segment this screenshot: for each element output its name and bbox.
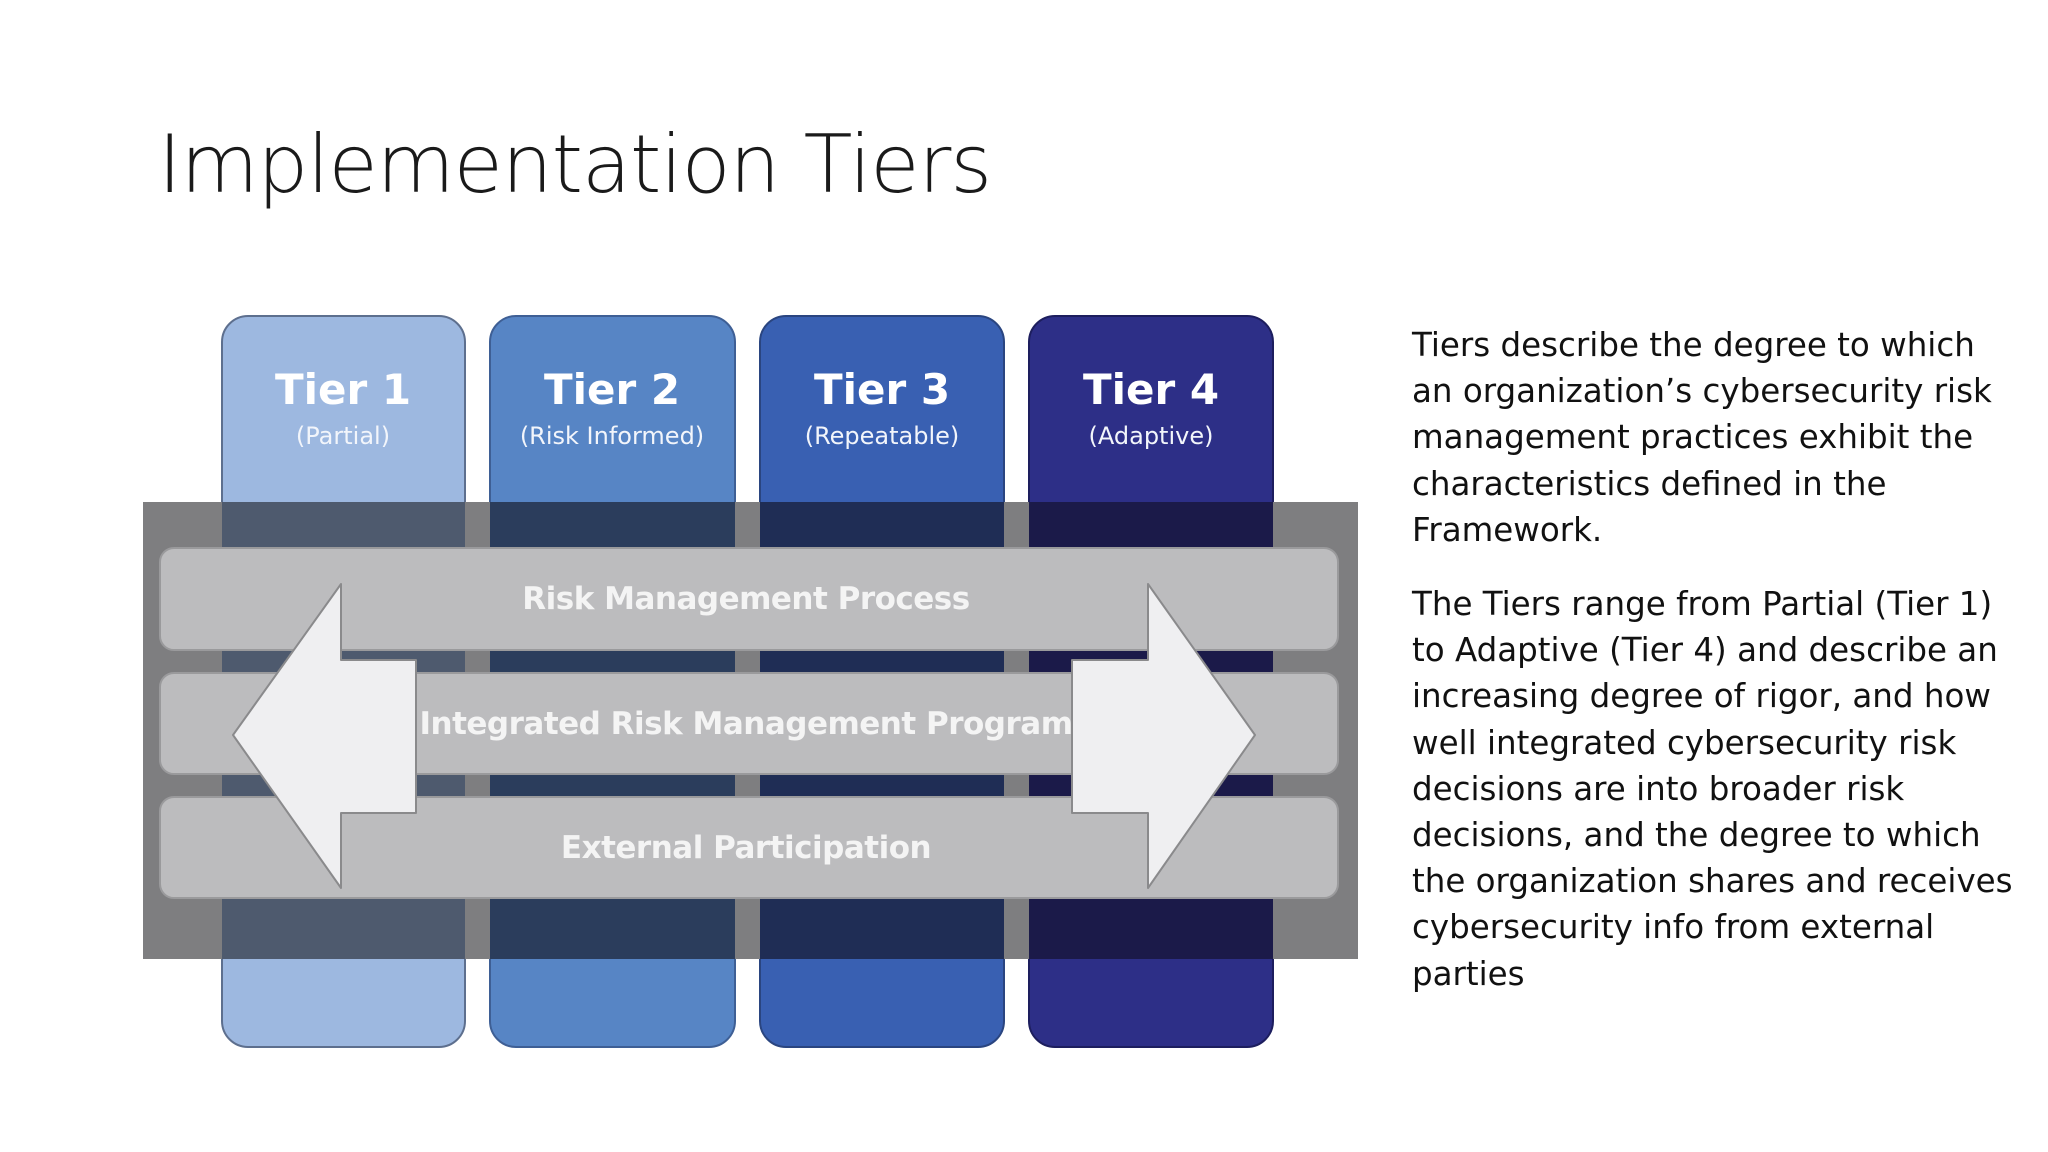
band-external-participation [159,796,1339,899]
bands [159,547,1339,899]
tier-1-subtitle: (Partial) [296,422,390,450]
band-integrated-risk-management-program [159,672,1339,775]
right-arrow-icon [1071,583,1256,889]
band-label-risk-management-process: Risk Management Process [522,581,969,617]
tier-3-subtitle: (Repeatable) [805,422,960,450]
tier-4-name: Tier 4 [1083,365,1219,414]
tier-3-name: Tier 3 [814,365,950,414]
tier-2-subtitle: (Risk Informed) [520,422,704,450]
description-paragraph-2: The Tiers range from Partial (Tier 1) to… [1412,585,2013,993]
tier-1-name: Tier 1 [275,365,411,414]
left-arrow-icon [232,583,417,889]
slide-title: Implementation Tiers [158,118,992,211]
description-text: Tiers describe the degree to which an or… [1412,322,2022,997]
band-labels: Risk Management Process Integrated Risk … [419,581,1073,866]
band-label-integrated-risk-management-program: Integrated Risk Management Program [419,706,1072,742]
tier-2-name: Tier 2 [544,365,680,414]
tier-4-subtitle: (Adaptive) [1089,422,1214,450]
description-paragraph-1: Tiers describe the degree to which an or… [1412,326,1992,549]
tier-headers: Tier 1 (Partial) Tier 2 (Risk Informed) … [275,365,1219,450]
band-label-external-participation: External Participation [561,830,931,866]
band-risk-management-process [159,547,1339,651]
